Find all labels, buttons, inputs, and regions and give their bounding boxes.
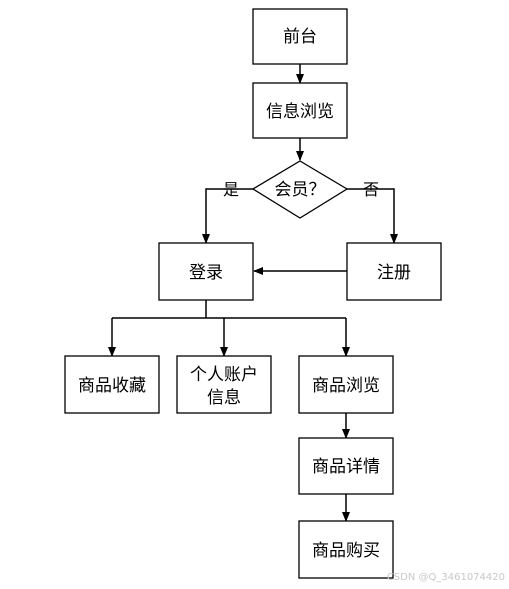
node-product-buy-label: 商品购买: [312, 541, 380, 561]
node-browse-info-label: 信息浏览: [266, 102, 334, 122]
node-account-label-line1: 个人账户: [190, 365, 258, 385]
node-register-label: 注册: [377, 263, 411, 283]
node-member-decision: 会员？: [251, 160, 349, 219]
node-browse-info: 信息浏览: [252, 82, 348, 139]
node-login-label: 登录: [189, 263, 223, 283]
node-favorites: 商品收藏: [64, 355, 160, 414]
node-front-label: 前台: [283, 27, 317, 47]
node-favorites-label: 商品收藏: [78, 376, 146, 396]
edge-member-yes-to-login: [202, 188, 253, 244]
node-account: 个人账户 信息: [176, 355, 272, 414]
node-product-browse-label: 商品浏览: [312, 376, 380, 396]
node-login: 登录: [158, 242, 254, 301]
node-product-buy: 商品购买: [298, 520, 394, 579]
watermark-text: CSDN @Q_3461074420: [386, 572, 505, 583]
edge-label-yes: 是: [223, 180, 239, 199]
edge-member-no-to-register: [347, 188, 398, 244]
node-account-label-line2: 信息: [207, 388, 241, 408]
node-front: 前台: [252, 8, 348, 65]
node-product-detail: 商品详情: [298, 437, 394, 495]
node-product-browse: 商品浏览: [298, 355, 394, 414]
node-register: 注册: [346, 242, 442, 301]
edge-label-no: 否: [363, 180, 379, 199]
node-member-label: 会员？: [275, 180, 326, 200]
node-product-detail-label: 商品详情: [312, 457, 380, 477]
